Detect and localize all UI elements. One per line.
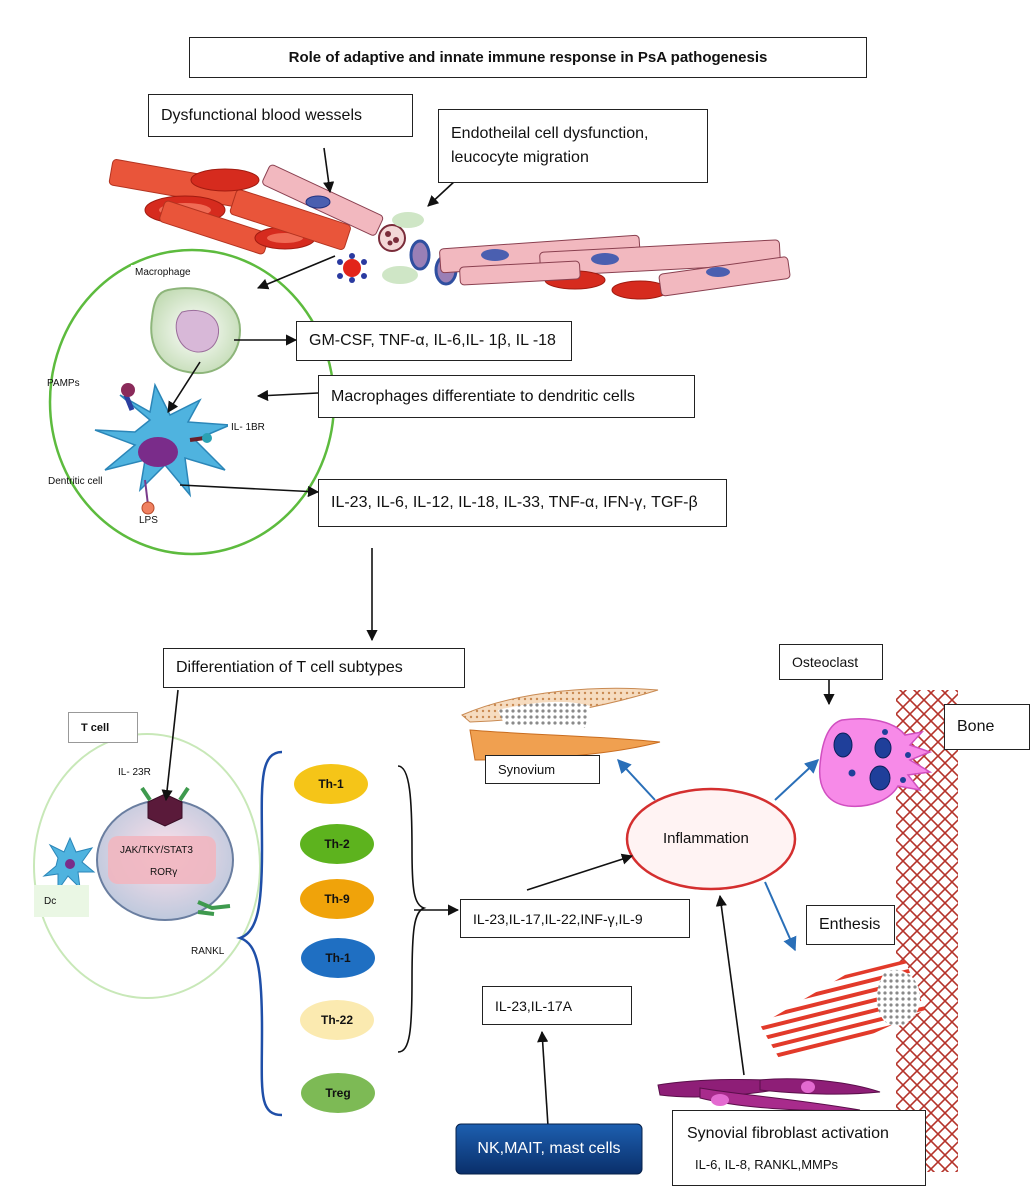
fibroblast-cells [657,1078,881,1111]
macrophage-label: Macrophage [131,265,195,280]
subset-treg-label: Treg [325,1086,351,1100]
pamps-label: PAMPs [47,378,80,389]
nk-mait-box: NK,MAIT, mast cells [477,1140,621,1157]
subset-treg: Treg [301,1073,375,1113]
dendritic-cell [94,382,231,515]
macrophage-cell [150,287,242,375]
subset-th22: Th-22 [300,1000,374,1040]
il23r-label: IL- 23R [118,767,151,778]
il23-il17a-box: IL-23,IL-17A [482,986,632,1025]
osteoclast-cell [818,718,933,808]
inflammation-label: Inflammation [663,830,749,847]
lps-label: LPS [139,515,158,526]
t-cell-label: T cell [68,712,138,743]
subset-th9-label: Th-9 [324,892,350,906]
synovium-layer [461,687,661,761]
subset-brace-left [236,750,283,1117]
nk-box-bg [455,1123,643,1175]
subset-th22-label: Th-22 [320,1013,353,1027]
subset-th1-second: Th-1 [301,938,375,978]
bone-box: Bone [944,704,1030,750]
il1br-label: IL- 1BR [228,421,268,434]
blood-vessel-cells [108,159,791,300]
dc-small-cell [42,836,96,892]
synovial-fibroblast-title: Synovial fibroblast activation [687,1124,889,1142]
osteoclast-box: Osteoclast [779,644,883,680]
subset-th9: Th-9 [300,879,374,919]
enthesis-tendon [760,960,925,1060]
macrophage-cytokines-box: GM-CSF, TNF-α, IL-6,IL- 1β, IL -18 [296,321,572,361]
dysfunctional-vessels-box: Dysfunctional blood wessels [148,94,413,137]
t-cell [96,786,234,921]
subset-th2: Th-2 [300,824,374,864]
th-cytokines-box: IL-23,IL-17,IL-22,INF-γ,IL-9 [460,899,690,938]
dc-label: Dc [34,885,89,917]
page-title: Role of adaptive and innate immune respo… [189,37,867,78]
subset-th1-second-label: Th-1 [325,951,351,965]
dendritic-cell-label: Dentritic cell [48,476,103,487]
subset-brace-right [397,765,427,1053]
synovium-box: Synovium [485,755,600,784]
subset-th1-label: Th-1 [318,777,344,791]
jak-stat-label: JAK/TKY/STAT3 [120,845,193,856]
t-cell-compartment [33,733,261,999]
t-cell-diff-box: Differentiation of T cell subtypes [163,648,465,688]
inflammation-node [625,787,797,891]
enthesis-box: Enthesis [806,905,895,945]
dendritic-cytokines-box: IL-23, IL-6, IL-12, IL-18, IL-33, TNF-α,… [318,479,727,527]
fibroblast-cytokines: IL-6, IL-8, RANKL,MMPs [695,1156,839,1172]
endothelial-box: Endotheilal cell dysfunction, leucocyte … [438,109,708,183]
subset-th2-label: Th-2 [324,837,350,851]
endothelial-line-2: leucocyte migration [451,149,589,166]
synovial-fibroblast-box: Synovial fibroblast activation IL-6, IL-… [672,1110,926,1186]
ror-label: RORγ [150,867,178,878]
rankl-label: RANKL [191,946,225,957]
subset-th1: Th-1 [294,764,368,804]
macrophage-differentiate-box: Macrophages differentiate to dendritic c… [318,375,695,418]
endothelial-line-1: Endotheilal cell dysfunction, [451,125,649,142]
